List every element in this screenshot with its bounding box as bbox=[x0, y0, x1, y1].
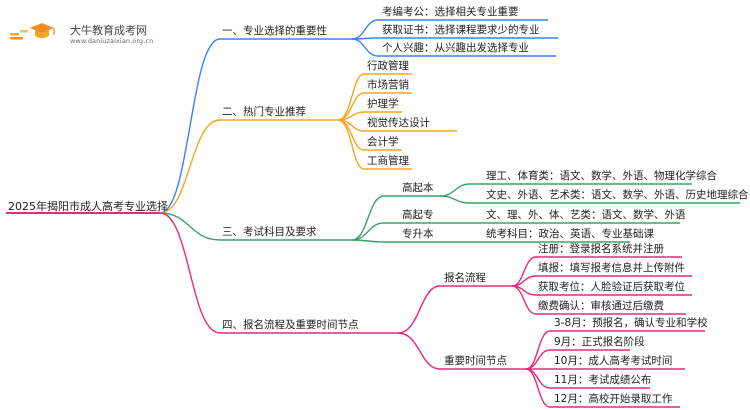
brand-url: www.daniuzaixian.org.cn bbox=[70, 37, 154, 45]
gqz-item: 文、理、外、体、艺类：语文、数学、外语 bbox=[486, 209, 686, 221]
gqz-label: 高起专 bbox=[402, 209, 434, 221]
flow-item: 注册：登录报名系统并注册 bbox=[538, 243, 664, 255]
time-item: 9月：正式报名阶段 bbox=[554, 336, 645, 348]
branch-3-label: 三、考试科目及要求 bbox=[222, 226, 317, 238]
time-label: 重要时间节点 bbox=[444, 355, 507, 367]
branch-1-item: 考编考公：选择相关专业重要 bbox=[382, 6, 519, 18]
gqb-label: 高起本 bbox=[402, 182, 434, 194]
time-item: 3-8月：预报名，确认专业和学校 bbox=[554, 317, 708, 329]
branch-1-label: 一、专业选择的重要性 bbox=[222, 25, 327, 37]
graduation-cap-icon bbox=[10, 23, 55, 40]
branch-2-item: 市场营销 bbox=[367, 79, 409, 91]
flow-label: 报名流程 bbox=[444, 272, 486, 284]
branch-1-connectors bbox=[159, 19, 558, 214]
branch-2-item: 会计学 bbox=[367, 136, 399, 148]
branch-2-item: 护理学 bbox=[367, 98, 399, 110]
branch-1-item: 获取证书：选择课程要求少的专业 bbox=[382, 24, 540, 36]
branch-2-item: 行政管理 bbox=[367, 60, 409, 72]
root-topic: 2025年揭阳市成人高考专业选择 bbox=[8, 200, 168, 213]
branch-3-connectors bbox=[159, 183, 740, 243]
flow-item: 获取考位：人脸验证后获取考位 bbox=[538, 281, 685, 293]
branch-4-label: 四、报名流程及重要时间节点 bbox=[222, 319, 359, 331]
gqb-item: 理工、体育类：语文、数学、外语、物理化学综合 bbox=[486, 170, 717, 182]
gqb-item: 文史、外语、艺术类：语文、数学、外语、历史地理综合 bbox=[486, 189, 749, 201]
brand-logo bbox=[8, 20, 64, 42]
branch-2-label: 二、热门专业推荐 bbox=[222, 106, 306, 118]
zsb-item: 统考科目：政治、英语、专业基础课 bbox=[486, 228, 654, 240]
branch-2-item: 视觉传达设计 bbox=[367, 117, 430, 129]
branch-2-item: 工商管理 bbox=[367, 155, 409, 167]
time-item: 12月：高校开始录取工作 bbox=[554, 393, 673, 405]
flow-item: 填报：填写报考信息并上传附件 bbox=[538, 262, 685, 274]
time-item: 10月：成人高考考试时间 bbox=[554, 355, 673, 367]
time-item: 11月：考试成绩公布 bbox=[554, 374, 652, 386]
flow-item: 缴费确认：审核通过后缴费 bbox=[538, 300, 664, 312]
branch-1-item: 个人兴趣：从兴趣出发选择专业 bbox=[382, 42, 529, 54]
brand-name: 大牛教育成考网 bbox=[70, 24, 147, 37]
zsb-label: 专升本 bbox=[402, 228, 434, 240]
branch-4-connectors bbox=[159, 212, 705, 408]
branch-2-connectors bbox=[159, 73, 457, 214]
